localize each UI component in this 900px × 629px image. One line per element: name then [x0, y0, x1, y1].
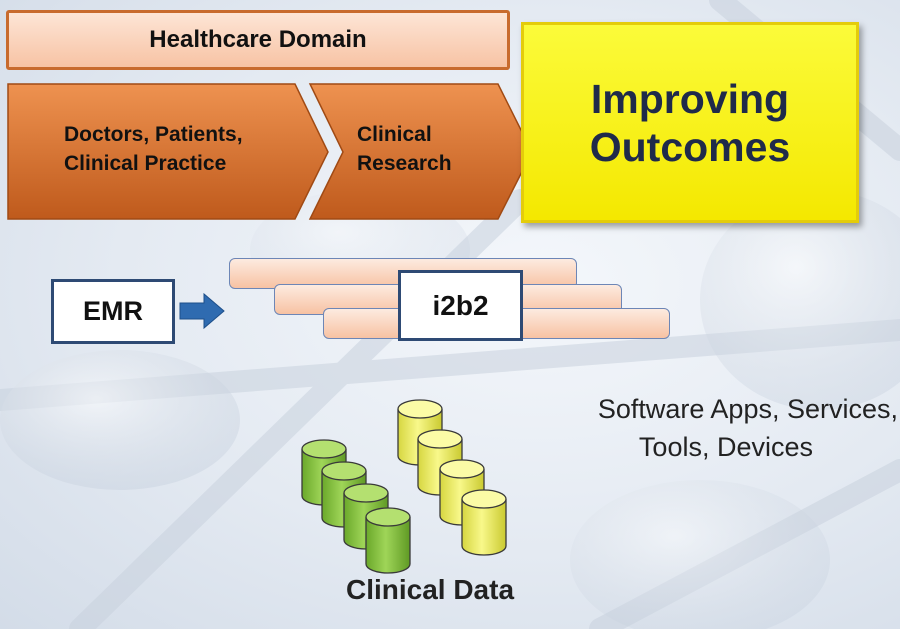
chevron-clinical-practice-text: Doctors, Patients, Clinical Practice: [64, 123, 243, 175]
green-cylinder-stack: [301, 439, 411, 574]
database-icon: [461, 489, 507, 556]
chevron-clinical-practice: [7, 83, 329, 220]
i2b2-box: i2b2: [398, 270, 523, 341]
emr-label: EMR: [83, 296, 143, 326]
chevron-clinical-research-text: Clinical Research: [357, 123, 452, 175]
software-apps-caption: Software Apps, Services, Tools, Devices: [597, 394, 898, 462]
arrow-right-icon: [179, 292, 225, 330]
chevron-clinical-research: [308, 83, 533, 220]
clinical-data-cylinders: [301, 399, 507, 574]
emr-box: EMR: [51, 279, 175, 344]
yellow-cylinder-stack: [397, 399, 507, 556]
clinical-data-label: Clinical Data: [345, 574, 515, 605]
chevron-arrows: [7, 83, 533, 220]
database-icon: [365, 507, 411, 574]
improving-outcomes-box: Improving Outcomes: [521, 22, 859, 223]
healthcare-domain-label: Healthcare Domain: [149, 26, 367, 53]
healthcare-domain-box: Healthcare Domain: [6, 10, 510, 70]
i2b2-label: i2b2: [432, 289, 489, 321]
